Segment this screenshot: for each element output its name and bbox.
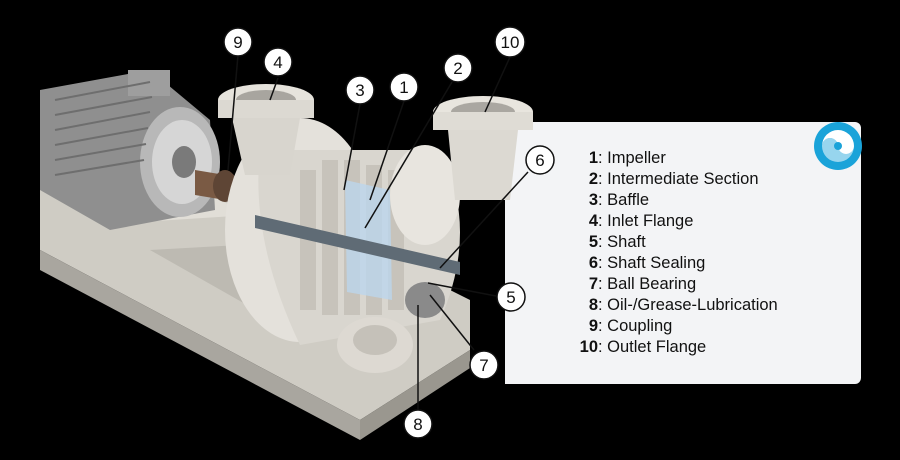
- callout-10: 10: [494, 26, 526, 58]
- legend-item: 6: Shaft Sealing: [588, 254, 706, 272]
- svg-text:5: 5: [506, 288, 515, 307]
- callout-2: 2: [443, 53, 473, 83]
- callout-5: 5: [496, 282, 526, 312]
- svg-text:6: 6: [535, 151, 544, 170]
- legend-panel: [505, 122, 861, 384]
- legend-item: 3: Baffle: [588, 191, 650, 209]
- swirl-logo-icon: [814, 122, 862, 170]
- svg-text:3: 3: [355, 81, 364, 100]
- callout-4: 4: [263, 47, 293, 77]
- callout-6: 6: [525, 145, 555, 175]
- callout-8: 8: [403, 409, 433, 439]
- svg-text:1: 1: [399, 78, 408, 97]
- svg-text:2: 2: [453, 59, 462, 78]
- legend-item: 9: Coupling: [588, 317, 673, 335]
- inlet-flange: [218, 84, 314, 175]
- legend-item: 5: Shaft: [588, 233, 646, 251]
- legend-item: 7: Ball Bearing: [588, 275, 697, 293]
- legend-item: 4: Inlet Flange: [588, 212, 694, 230]
- svg-text:7: 7: [479, 356, 488, 375]
- svg-text:4: 4: [273, 53, 282, 72]
- callout-9: 9: [223, 27, 253, 57]
- parts-legend: 1: Impeller 2: Intermediate Section 3: B…: [576, 148, 778, 358]
- outlet-flange: [433, 96, 533, 200]
- callout-7: 7: [469, 350, 499, 380]
- legend-item: 1: Impeller: [588, 149, 666, 167]
- callout-1: 1: [389, 72, 419, 102]
- legend-item: 8: Oil-/Grease-Lubrication: [588, 296, 778, 314]
- svg-text:10: 10: [501, 33, 520, 52]
- leader-lines: [227, 54, 529, 410]
- legend-item: 2: Intermediate Section: [588, 170, 759, 188]
- blower-casing: [225, 118, 460, 373]
- svg-text:9: 9: [233, 33, 242, 52]
- svg-text:8: 8: [413, 415, 422, 434]
- callout-3: 3: [345, 75, 375, 105]
- legend-item: 10: Outlet Flange: [579, 338, 707, 356]
